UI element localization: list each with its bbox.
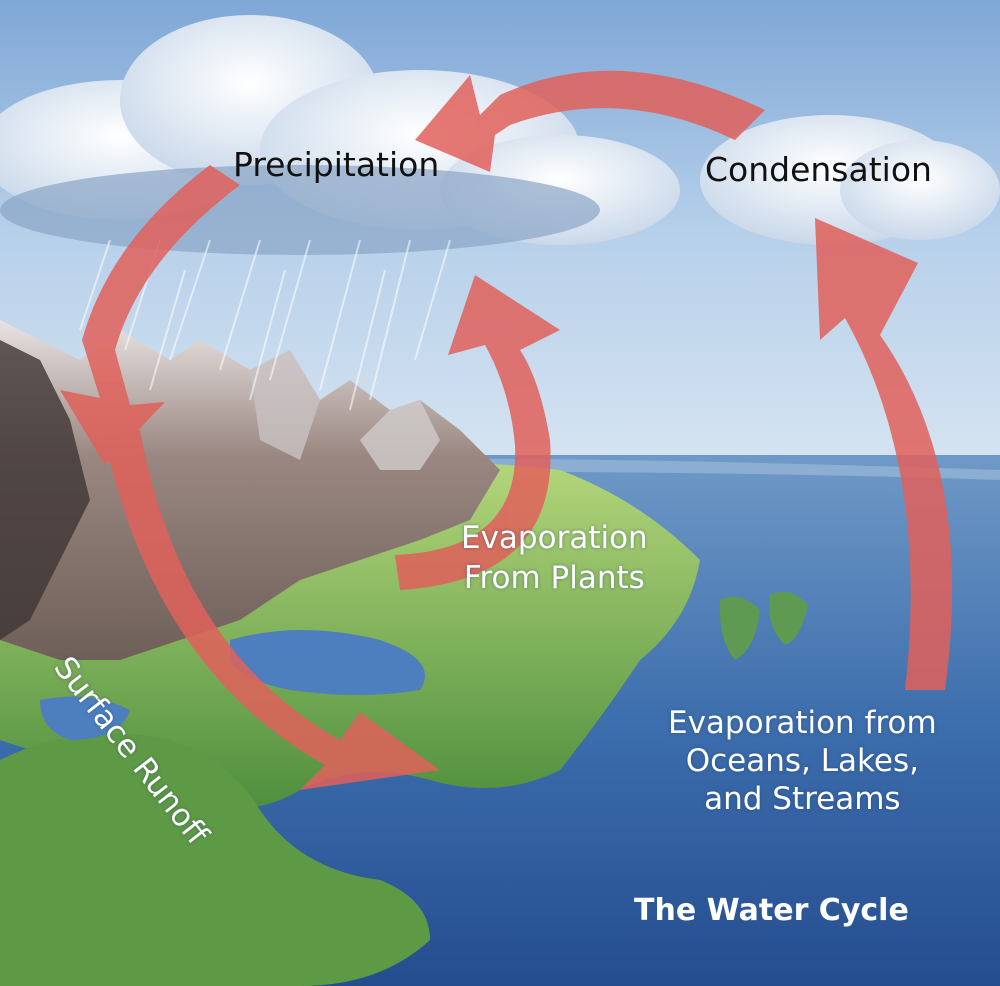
arrow-surface-runoff [105, 430, 440, 790]
arrow-precipitation-down [60, 165, 240, 465]
label-condensation: Condensation [705, 150, 932, 189]
label-evaporation-plants: Evaporation From Plants [461, 518, 648, 598]
label-evaporation-plants-line2: From Plants [463, 560, 645, 596]
arrow-evaporation-plants [395, 275, 560, 590]
land [0, 460, 808, 986]
label-precipitation: Precipitation [233, 145, 440, 184]
cycle-arrows [60, 70, 953, 790]
arrow-evaporation-oceans [815, 218, 953, 690]
rain [79, 239, 451, 411]
arrow-condensation-to-precipitation [415, 70, 765, 172]
lake [230, 630, 425, 695]
label-evaporation-oceans-line2: Oceans, Lakes, [685, 743, 919, 779]
label-evaporation-plants-line1: Evaporation [461, 520, 648, 556]
label-evaporation-oceans: Evaporation from Oceans, Lakes, and Stre… [668, 704, 937, 818]
horizon [330, 458, 1000, 480]
label-evaporation-oceans-line3: and Streams [704, 781, 901, 817]
label-evaporation-oceans-line1: Evaporation from [668, 705, 937, 741]
diagram-title: The Water Cycle [634, 893, 909, 928]
